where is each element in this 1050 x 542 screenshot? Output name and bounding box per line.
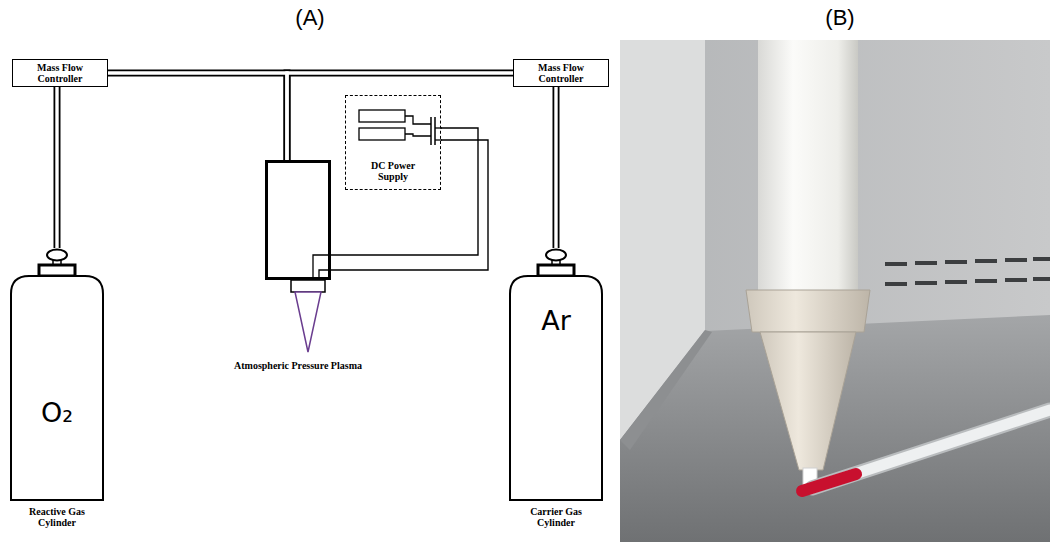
torch-nozzle	[760, 332, 856, 470]
panel-label: (B)	[825, 5, 854, 31]
cylinder-caption: Carrier Gas Cylinder	[516, 506, 596, 528]
wall-edge	[620, 330, 712, 450]
power-supply-label: DC Power Supply	[360, 160, 426, 182]
plasma-label: Atmospheric Pressure Plasma	[234, 360, 362, 371]
photo	[620, 40, 1050, 542]
gas-line	[108, 73, 287, 160]
controller-label: Mass Flow Controller	[524, 62, 598, 84]
torch-internals	[265, 160, 331, 360]
cylinder-outline	[507, 248, 605, 538]
cylinder-outline	[8, 248, 106, 538]
blood-sample	[802, 474, 856, 491]
gas-line-bore	[55, 87, 58, 248]
gas-line-bore	[554, 87, 557, 248]
gas-line	[553, 87, 560, 248]
torch-collar	[746, 290, 870, 332]
back-wall	[620, 40, 1050, 542]
plasma-torch: Atmospheric Pressure Plasma	[265, 160, 331, 280]
panel-label: (A)	[295, 5, 324, 31]
gas-cylinder: O₂ Reactive Gas Cylinder	[8, 248, 106, 538]
torch-tube	[758, 40, 858, 295]
gas-line	[54, 87, 61, 248]
controller-box: Mass Flow Controller	[513, 59, 609, 87]
gas-symbol: O₂	[11, 398, 103, 428]
controller-label: Mass Flow Controller	[23, 62, 97, 84]
power-supply-box: DC Power Supply	[345, 95, 441, 190]
vent-slots	[885, 257, 1050, 286]
cylinder-caption: Reactive Gas Cylinder	[17, 506, 97, 528]
gas-line-bore	[108, 73, 287, 160]
gas-symbol: Ar	[510, 306, 602, 336]
gas-cylinder: ArCarrier Gas Cylinder	[507, 248, 605, 538]
side-wall	[620, 40, 705, 440]
controller-box: Mass Flow Controller	[12, 59, 108, 87]
